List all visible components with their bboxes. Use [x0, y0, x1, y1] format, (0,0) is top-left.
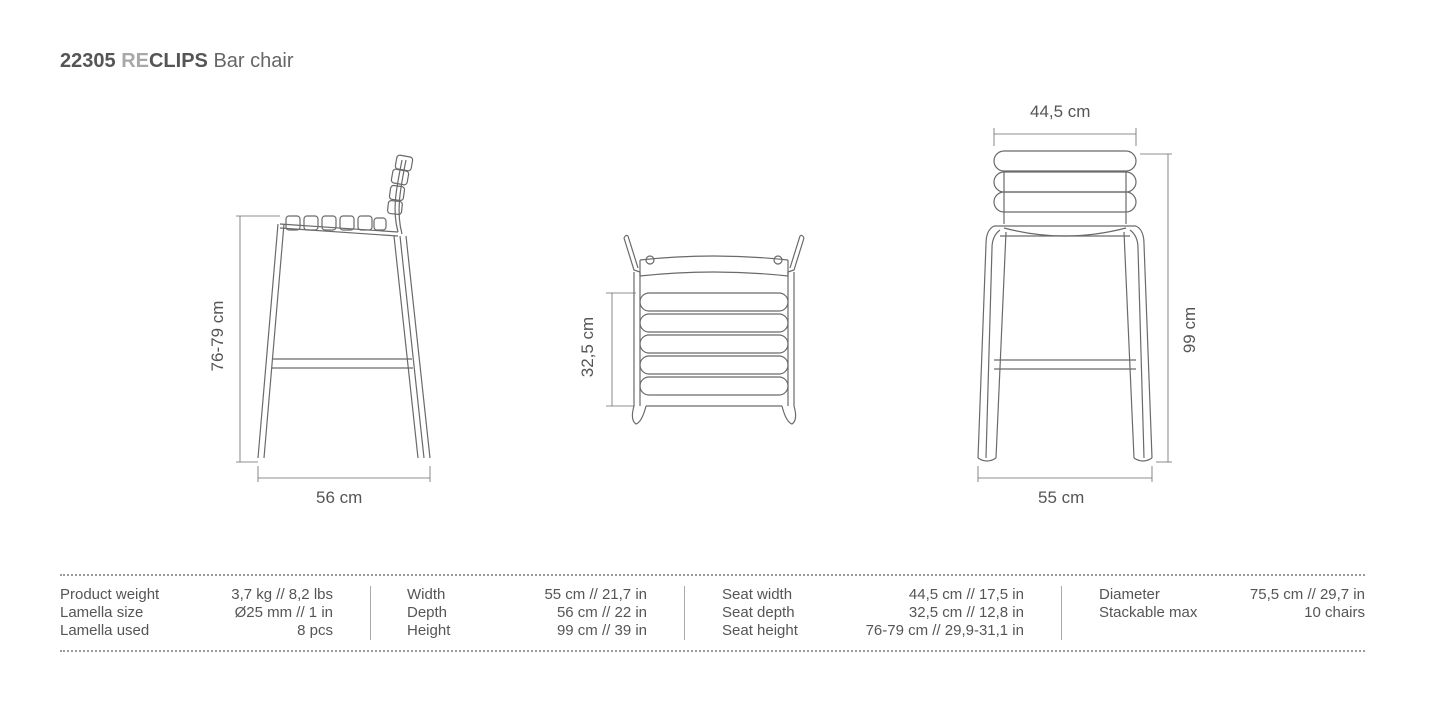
column-separator	[684, 586, 685, 640]
spec-column-stacking: Diameter 75,5 cm // 29,7 in Stackable ma…	[1099, 586, 1365, 640]
front-top-width-label: 44,5 cm	[1030, 102, 1091, 121]
spec-value: 56 cm // 22 in	[556, 604, 647, 621]
spec-label: Lamella size	[60, 604, 144, 621]
front-height-label: 99 cm	[1180, 306, 1199, 354]
product-number: 22305	[60, 50, 116, 72]
seat-depth-label: 32,5 cm	[578, 316, 597, 378]
side-view-drawing	[236, 154, 431, 482]
side-width-label: 56 cm	[316, 488, 363, 507]
spec-row: Diameter 75,5 cm // 29,7 in	[1099, 586, 1365, 604]
front-view-drawing	[977, 128, 1172, 482]
spec-value: 99 cm // 39 in	[556, 622, 647, 639]
spec-label: Seat height	[722, 622, 798, 639]
spec-column-seat: Seat width 44,5 cm // 17,5 in Seat depth…	[722, 586, 1024, 640]
column-separator	[370, 586, 371, 640]
spec-value: 8 pcs	[297, 622, 333, 639]
spec-value: 44,5 cm // 17,5 in	[908, 586, 1024, 603]
specifications-table: Product weight 3,7 kg // 8,2 lbs Lamella…	[60, 586, 1365, 642]
spec-label: Diameter	[1099, 586, 1160, 603]
product-title: 22305 RECLIPS Bar chair	[60, 50, 293, 73]
spec-column-general: Product weight 3,7 kg // 8,2 lbs Lamella…	[60, 586, 333, 640]
spec-value: 76-79 cm // 29,9-31,1 in	[865, 622, 1024, 639]
spec-row: Depth 56 cm // 22 in	[407, 604, 647, 622]
top-view-drawing	[606, 234, 805, 425]
spec-value: Ø25 mm // 1 in	[234, 604, 333, 621]
spec-row: Product weight 3,7 kg // 8,2 lbs	[60, 586, 333, 604]
dotted-divider-top	[60, 574, 1365, 576]
product-type: Bar chair	[213, 50, 294, 72]
brand-name: CLIPS	[148, 50, 208, 72]
spec-row: Lamella size Ø25 mm // 1 in	[60, 604, 333, 622]
brand-prefix: RE	[121, 50, 149, 72]
spec-label: Depth	[407, 604, 448, 621]
spec-row: Stackable max 10 chairs	[1099, 604, 1365, 622]
spec-label: Seat depth	[722, 604, 795, 621]
spec-value: 3,7 kg // 8,2 lbs	[231, 586, 333, 603]
spec-row: Seat width 44,5 cm // 17,5 in	[722, 586, 1024, 604]
spec-value: 10 chairs	[1304, 604, 1365, 621]
front-width-label: 55 cm	[1038, 488, 1085, 507]
spec-column-size: Width 55 cm // 21,7 in Depth 56 cm // 22…	[407, 586, 647, 640]
dotted-divider-bottom	[60, 650, 1365, 652]
spec-value: 55 cm // 21,7 in	[544, 586, 647, 603]
spec-label: Stackable max	[1099, 604, 1198, 621]
spec-label: Seat width	[722, 586, 793, 603]
spec-label: Product weight	[60, 586, 160, 603]
spec-row: Height 99 cm // 39 in	[407, 622, 647, 640]
spec-value: 32,5 cm // 12,8 in	[908, 604, 1024, 621]
spec-row: Seat depth 32,5 cm // 12,8 in	[722, 604, 1024, 622]
spec-label: Lamella used	[60, 622, 150, 639]
spec-label: Width	[407, 586, 446, 603]
spec-row: Seat height 76-79 cm // 29,9-31,1 in	[722, 622, 1024, 640]
side-height-label: 76-79 cm	[208, 300, 227, 372]
spec-label: Height	[407, 622, 451, 639]
column-separator	[1061, 586, 1062, 640]
spec-row: Lamella used 8 pcs	[60, 622, 333, 640]
spec-row: Width 55 cm // 21,7 in	[407, 586, 647, 604]
spec-value: 75,5 cm // 29,7 in	[1249, 586, 1365, 603]
